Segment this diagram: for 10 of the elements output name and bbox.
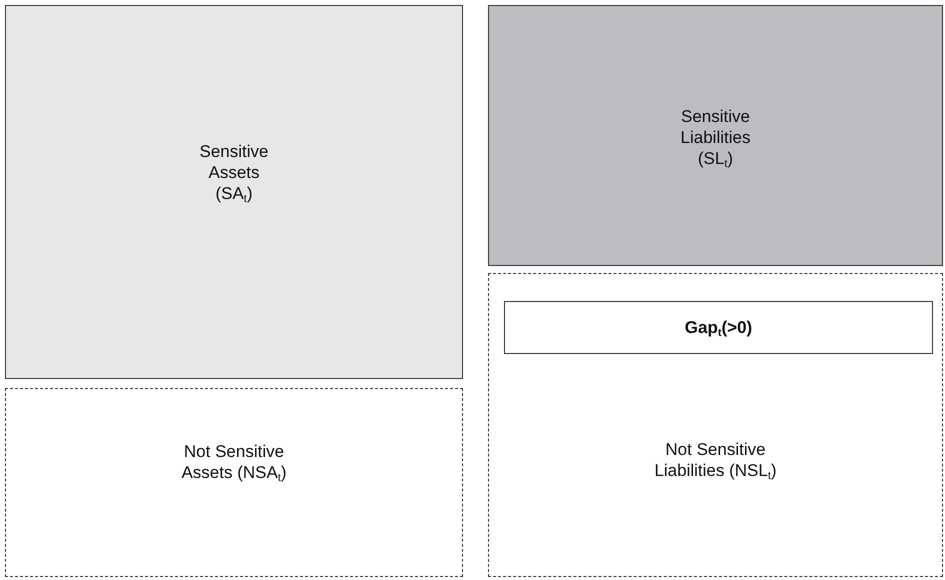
not-sensitive-liabilities-block bbox=[488, 273, 943, 577]
block-label: Sensitive Liabilities (SL$_{t}$) bbox=[680, 106, 752, 169]
not-sensitive-assets-block bbox=[5, 388, 463, 577]
gap-block bbox=[504, 301, 933, 354]
sensitive-assets-block bbox=[5, 5, 463, 379]
sensitive-liabilities-block bbox=[488, 5, 943, 266]
block-label: Sensitive Assets (SA$_{t}$) bbox=[198, 141, 270, 204]
block-label: Gap$_{t}$(>0) bbox=[684, 317, 754, 338]
block-label: Not Sensitive Liabilities (NSL$_{t}$) bbox=[653, 439, 778, 481]
block-label: Not Sensitive Assets (NSA$_{t}$) bbox=[180, 441, 288, 483]
